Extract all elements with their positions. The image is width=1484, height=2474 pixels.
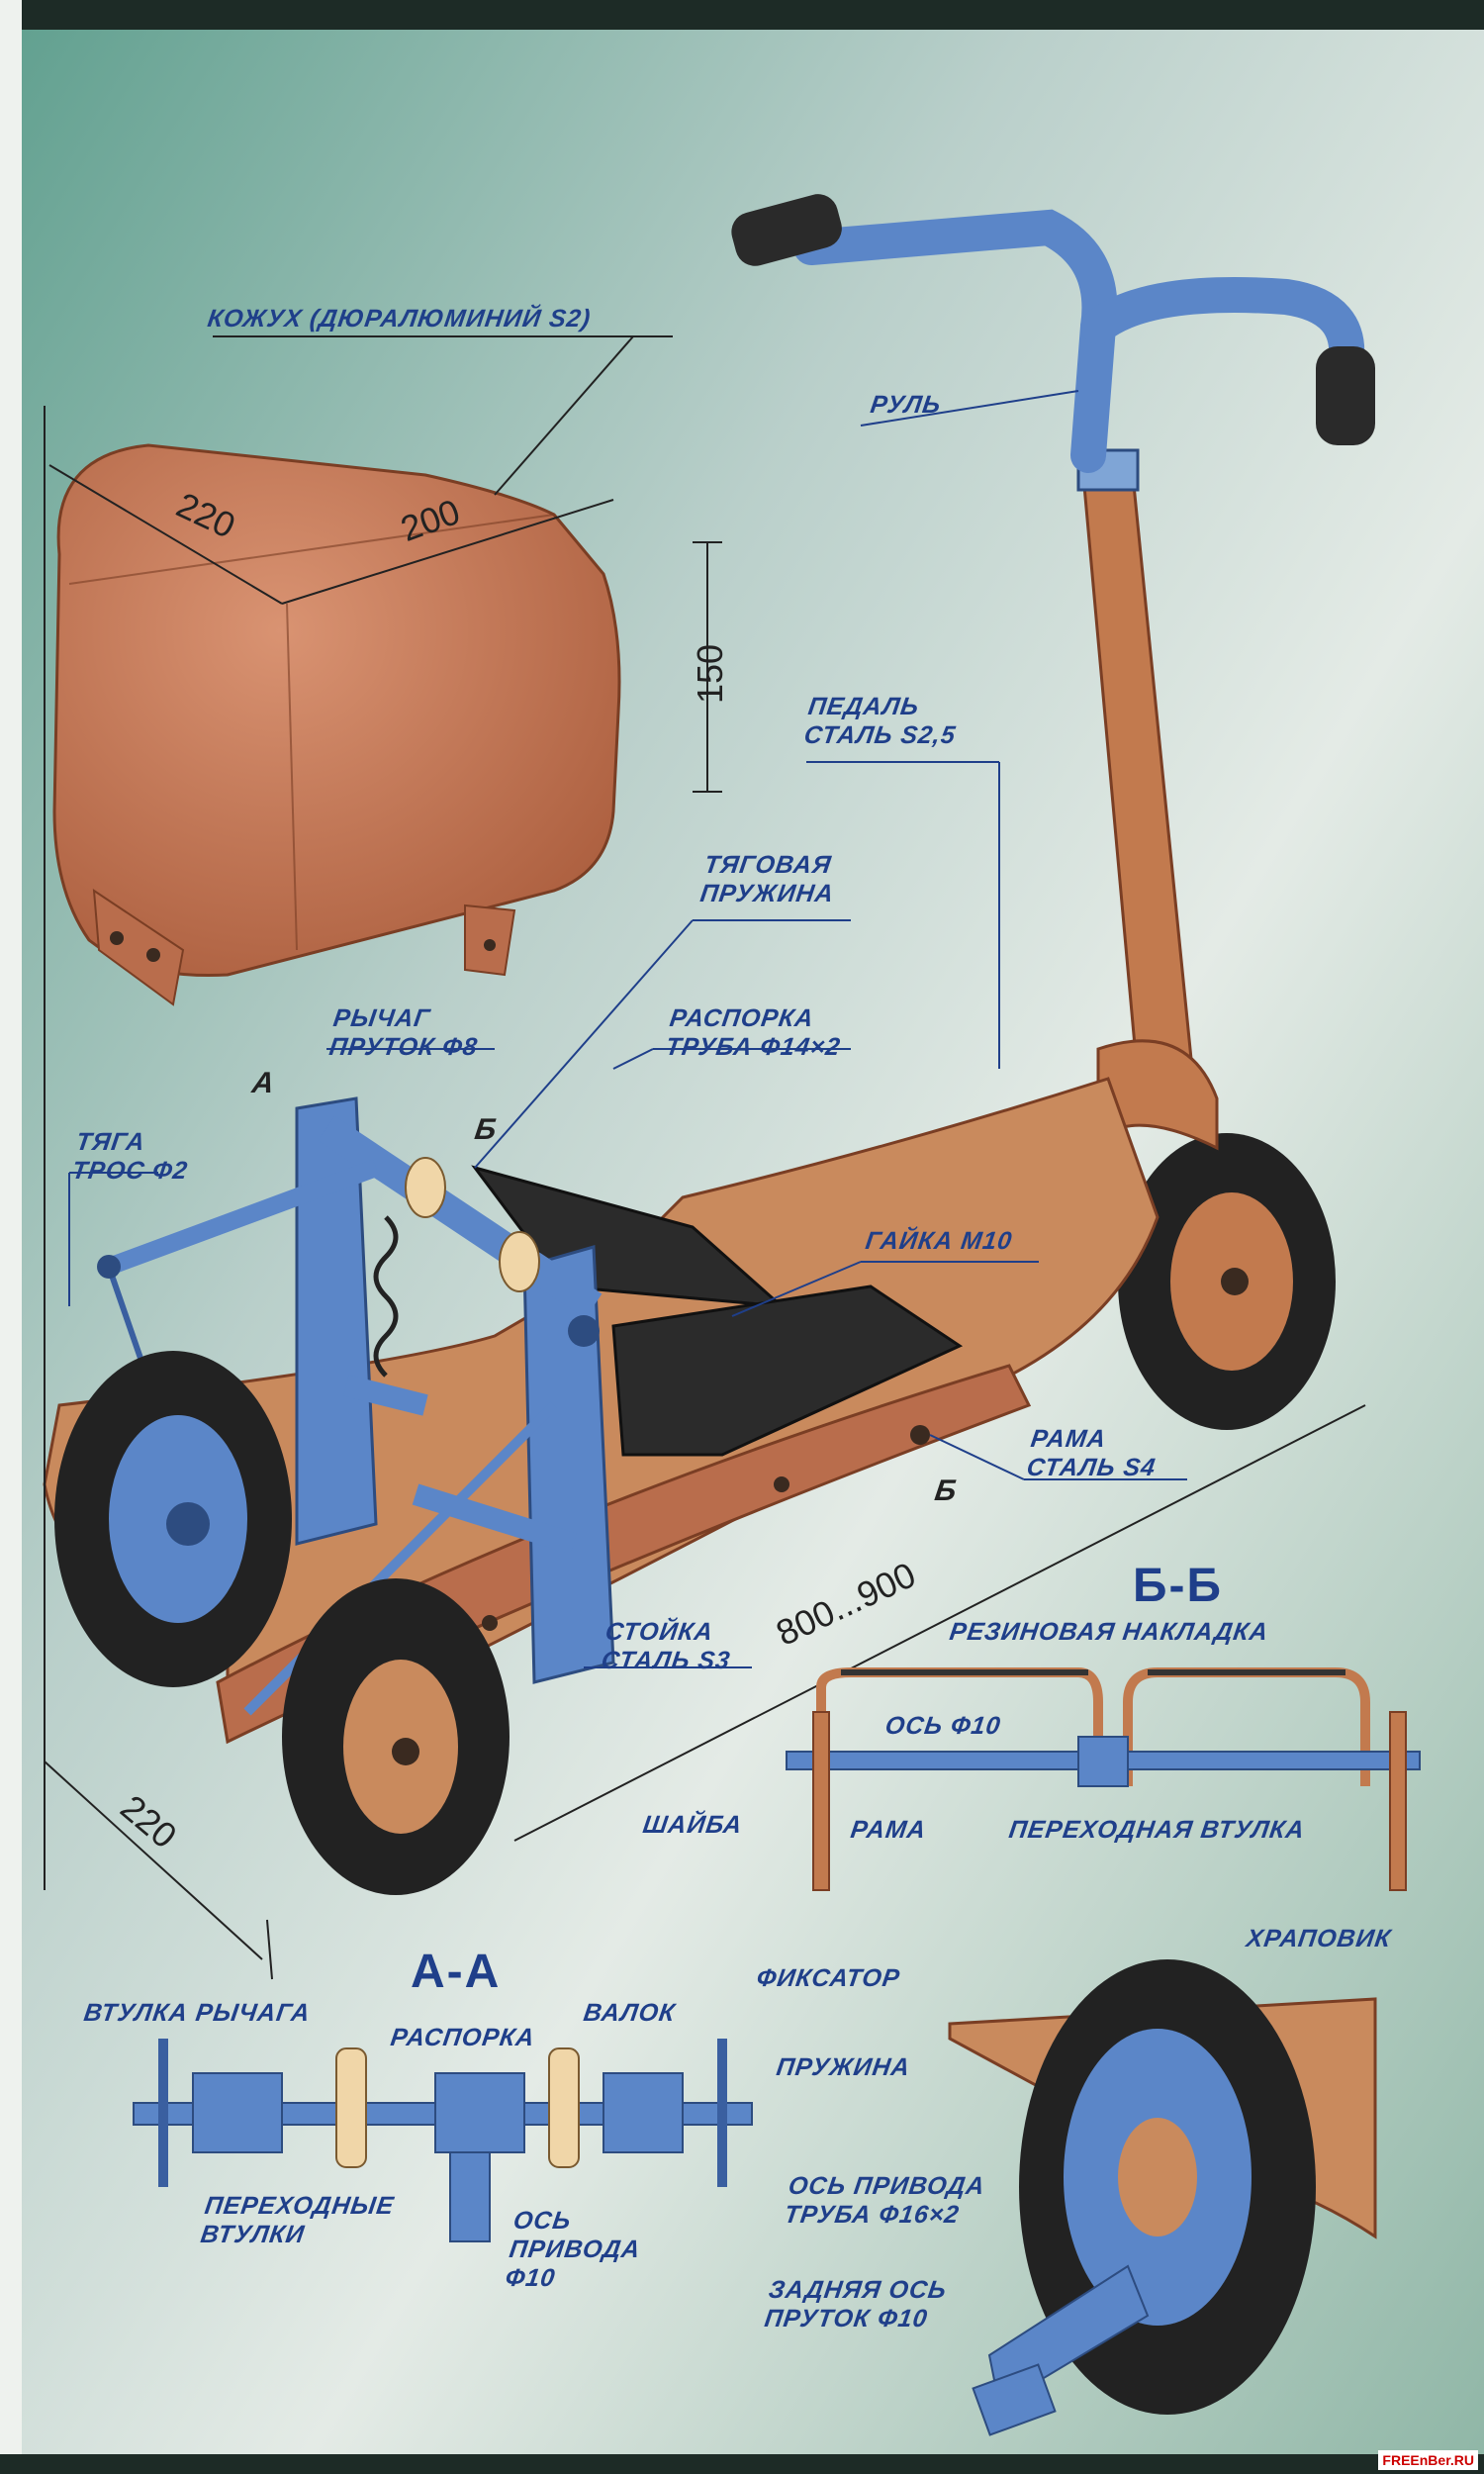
label-lever-line2: ПРУТОК Ф8	[327, 1032, 480, 1061]
label-spring-line1: ТЯГОВАЯ	[702, 851, 834, 879]
label-lever: РЫЧАГ ПРУТОК Ф8	[327, 1004, 484, 1062]
label-spacer-aa: РАСПОРКА	[389, 2024, 537, 2051]
label-pedal-line2: СТАЛЬ S2,5	[802, 720, 959, 749]
label-drive-axle-aa-line2: ПРИВОДА	[508, 2235, 643, 2263]
label-ratchet: ХРАПОВИК	[1245, 1925, 1394, 1952]
label-post: СТОЙКА СТАЛЬ S3	[600, 1618, 736, 1675]
left-edge	[0, 0, 22, 2474]
label-drive-axle-line1: ОСЬ ПРИВОДА	[787, 2172, 987, 2200]
label-drive-axle-aa: ОСЬ ПРИВОДА Ф10	[504, 2207, 646, 2292]
label-rod-line1: ТЯГА	[74, 1128, 147, 1156]
label-frame-bb: РАМА	[849, 1816, 929, 1844]
label-spring-line2: ПРУЖИНА	[698, 879, 836, 907]
label-drive-axle-aa-line1: ОСЬ	[511, 2207, 574, 2235]
label-nut: ГАЙКА М10	[864, 1227, 1015, 1255]
section-bb-title: Б-Б	[1133, 1560, 1223, 1612]
label-adapter-bushings-line2: ВТУЛКИ	[199, 2220, 307, 2248]
section-aa-title: А-А	[411, 1946, 502, 1998]
dim-cover-height: 150	[690, 643, 731, 705]
section-mark-a: А	[249, 1067, 278, 1099]
ratchet-detail	[948, 1959, 1377, 2436]
top-edge	[0, 0, 1484, 30]
label-rear-axle: ЗАДНЯЯ ОСЬ ПРУТОК Ф10	[763, 2276, 949, 2333]
label-spring: ТЯГОВАЯ ПРУЖИНА	[698, 851, 840, 908]
label-handlebar: РУЛЬ	[869, 391, 944, 419]
label-spacer: РАСПОРКА ТРУБА Ф14×2	[664, 1004, 847, 1062]
label-latch: ФИКСАТОР	[755, 1964, 902, 1992]
label-frame-line1: РАМА	[1029, 1425, 1109, 1453]
label-post-line1: СТОЙКА	[603, 1618, 715, 1646]
label-washer: ШАЙБА	[641, 1811, 745, 1839]
label-frame-line2: СТАЛЬ S4	[1025, 1453, 1159, 1481]
steering-column	[731, 194, 1375, 1081]
label-rubber-pad: РЕЗИНОВАЯ НАКЛАДКА	[948, 1618, 1271, 1646]
section-bb	[786, 1667, 1421, 1891]
front-wheel	[1118, 1133, 1336, 1430]
label-adapter-bushings-line1: ПЕРЕХОДНЫЕ	[203, 2192, 397, 2220]
label-drive-axle-aa-line3: Ф10	[504, 2263, 558, 2292]
label-lever-bushing: ВТУЛКА РЫЧАГА	[82, 1999, 313, 2027]
label-cover: КОЖУХ (ДЮРАЛЮМИНИЙ S2)	[206, 305, 594, 333]
label-pedal: ПЕДАЛЬ СТАЛЬ S2,5	[802, 693, 962, 750]
label-frame: РАМА СТАЛЬ S4	[1025, 1425, 1161, 1482]
label-drive-axle-line2: ТРУБА Ф16×2	[783, 2200, 962, 2229]
label-rear-axle-line1: ЗАДНЯЯ ОСЬ	[767, 2276, 949, 2304]
label-roller: ВАЛОК	[582, 1999, 678, 2027]
site-logo: FREEnBer.RU	[1378, 2450, 1478, 2470]
cover-box	[52, 443, 621, 1006]
label-rod-line2: ТРОС Ф2	[70, 1156, 190, 1185]
label-rod: ТЯГА ТРОС Ф2	[70, 1128, 194, 1186]
rear-wheels	[54, 1351, 510, 1895]
label-lever-line1: РЫЧАГ	[331, 1004, 432, 1032]
label-axle-bb: ОСЬ Ф10	[883, 1712, 1003, 1740]
cover-dimension-lines	[48, 335, 722, 793]
label-post-line2: СТАЛЬ S3	[600, 1646, 733, 1674]
label-adapter-bushings: ПЕРЕХОДНЫЕ ВТУЛКИ	[199, 2192, 396, 2249]
label-spacer-line2: ТРУБА Ф14×2	[664, 1032, 843, 1061]
length-dimension	[44, 406, 1366, 1980]
label-drive-axle: ОСЬ ПРИВОДА ТРУБА Ф16×2	[783, 2172, 987, 2230]
label-pedal-line1: ПЕДАЛЬ	[806, 693, 921, 720]
label-spring-detail: ПРУЖИНА	[775, 2053, 912, 2081]
leader-lines	[68, 390, 1187, 1668]
bottom-edge	[0, 2454, 1484, 2474]
label-spacer-line1: РАСПОРКА	[668, 1004, 816, 1032]
section-aa	[133, 2039, 753, 2242]
label-rear-axle-line2: ПРУТОК Ф10	[763, 2304, 930, 2332]
label-adapter-bushing: ПЕРЕХОДНАЯ ВТУЛКА	[1007, 1816, 1307, 1844]
